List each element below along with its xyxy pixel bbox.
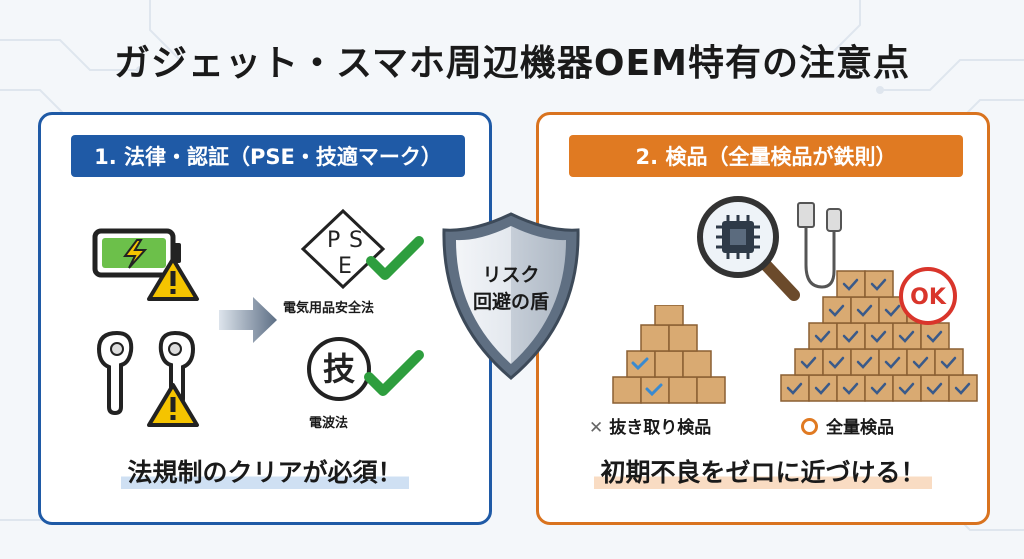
pse-letter-e: E bbox=[338, 254, 352, 279]
inspection-panel-header: 2. 検品（全量検品が鉄則） bbox=[569, 135, 963, 177]
earbuds-warning-icon bbox=[96, 330, 199, 427]
page-title: ガジェット・スマホ周辺機器OEM特有の注意点 bbox=[114, 43, 910, 84]
giteki-mark-char: 技 bbox=[323, 350, 355, 388]
arrow-right-icon bbox=[219, 297, 277, 343]
shield-line-2: 回避の盾 bbox=[472, 291, 549, 313]
shield-line-1: リスク bbox=[482, 264, 540, 286]
ok-badge-icon: OK bbox=[899, 267, 957, 325]
battery-warning-icon bbox=[92, 228, 199, 301]
legal-panel-footer: 法規制のクリアが必須！ bbox=[41, 453, 489, 489]
giteki-label: 電波法 bbox=[309, 416, 349, 431]
sampling-inspection-label: ✕抜き取り検品 bbox=[589, 413, 711, 438]
pse-mark-icon: P S E bbox=[300, 208, 424, 289]
ok-badge-text: OK bbox=[910, 285, 947, 310]
risk-shield: リスク 回避の盾 bbox=[438, 210, 584, 382]
full-inspection-text: 全量検品 bbox=[826, 418, 894, 438]
legal-footer-text: 法規制のクリアが必須！ bbox=[121, 458, 409, 489]
giteki-mark-icon: 技 bbox=[307, 337, 424, 401]
sampling-boxes-icon bbox=[612, 305, 726, 404]
shield-icon bbox=[442, 212, 580, 380]
inspection-panel-footer: 初期不良をゼロに近づける！ bbox=[539, 453, 987, 489]
pse-letter-p: P bbox=[327, 228, 340, 253]
sampling-text: 抜き取り検品 bbox=[609, 418, 712, 438]
circle-icon bbox=[801, 418, 818, 435]
full-inspection-label: 全量検品 bbox=[801, 413, 894, 438]
inspection-footer-text: 初期不良をゼロに近づける！ bbox=[594, 458, 932, 489]
pse-label: 電気用品安全法 bbox=[283, 301, 375, 316]
full-inspection-boxes-icon bbox=[780, 270, 978, 402]
pse-letter-s: S bbox=[349, 228, 363, 253]
inspection-panel: 2. 検品（全量検品が鉄則） ✕抜き取り検品 bbox=[536, 112, 990, 525]
sampling-x-icon: ✕ bbox=[589, 418, 604, 438]
legal-panel-header: 1. 法律・認証（PSE・技適マーク） bbox=[71, 135, 465, 177]
shield-text: リスク 回避の盾 bbox=[438, 262, 584, 316]
legal-certification-panel: 1. 法律・認証（PSE・技適マーク） P S E 電気用品安全法 技 bbox=[38, 112, 492, 525]
magnifier-chip-cable-icon bbox=[697, 196, 842, 301]
